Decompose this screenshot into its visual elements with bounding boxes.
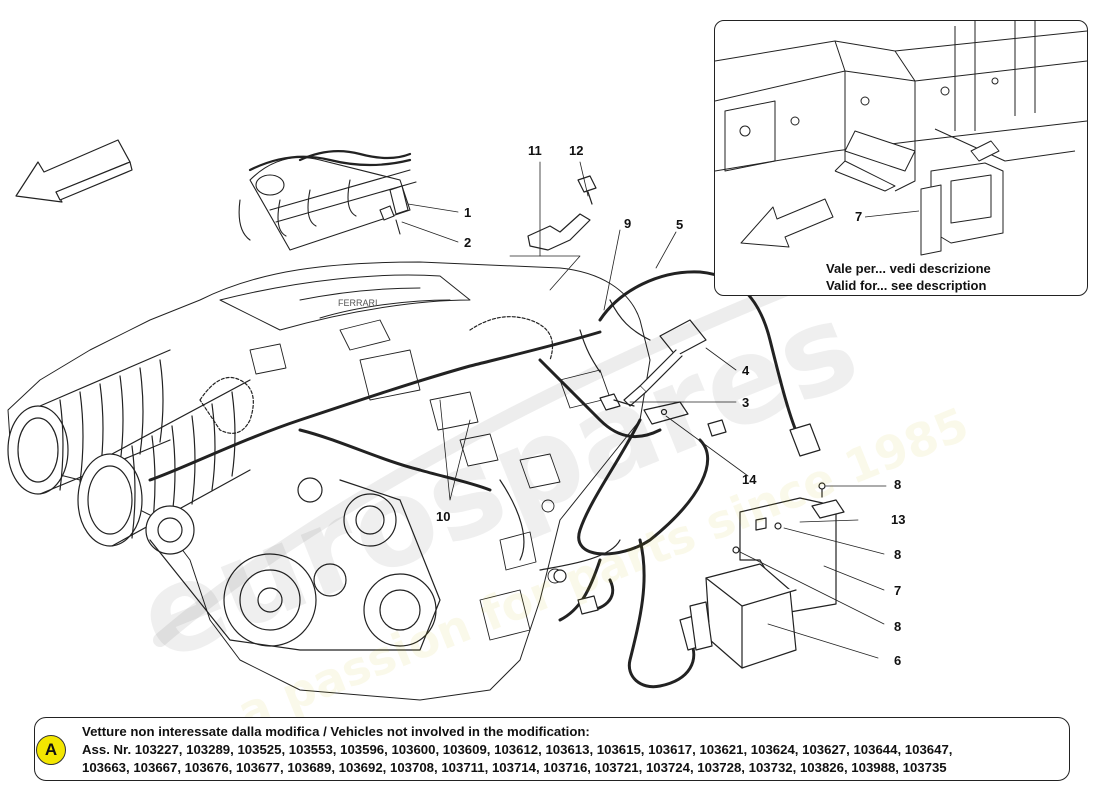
injector-harness	[238, 149, 417, 251]
ignition-coil	[623, 319, 707, 407]
chassis-detail	[715, 21, 1087, 256]
clip-item-12	[577, 175, 597, 205]
callout-9: 9	[624, 216, 632, 231]
callout-6: 6	[894, 653, 902, 668]
connector-item-14	[643, 401, 689, 425]
bracket-item-11	[527, 213, 591, 251]
note-badge-a: A	[36, 735, 66, 765]
callout-2: 2	[464, 235, 472, 250]
note-line-2: 103663, 103667, 103676, 103677, 103689, …	[82, 760, 947, 775]
callout-11: 11	[528, 143, 542, 158]
ecu-unit	[689, 563, 797, 669]
callout-7-inset: 7	[855, 209, 863, 224]
callout-5: 5	[676, 217, 684, 232]
direction-arrow-icon	[15, 139, 133, 203]
callout-1: 1	[464, 205, 472, 220]
callout-8-top: 8	[894, 477, 902, 492]
engine-harness-thin	[199, 299, 651, 571]
sensor-item-3	[599, 393, 635, 411]
callout-14: 14	[742, 472, 757, 487]
callout-3: 3	[742, 395, 750, 410]
callout-leaders	[401, 161, 887, 659]
callout-12: 12	[569, 143, 584, 158]
inset-note-english: Valid for... see description	[826, 278, 987, 293]
callout-13: 13	[891, 512, 906, 527]
callout-7: 7	[894, 583, 902, 598]
intake-duct-left	[7, 349, 171, 495]
screws	[732, 482, 826, 554]
ecu-bracket	[739, 497, 845, 613]
inset-note-italian: Vale per... vedi descrizione	[826, 261, 991, 276]
accessory-drive	[145, 477, 441, 651]
note-title: Vetture non interessate dalla modifica /…	[82, 724, 590, 739]
svg-text:FERRARI: FERRARI	[338, 298, 378, 308]
callout-4: 4	[742, 363, 750, 378]
callout-8-bottom: 8	[894, 619, 902, 634]
engine-details	[249, 319, 611, 641]
note-box	[34, 717, 1070, 781]
callout-10: 10	[436, 509, 451, 524]
note-line-1: Ass. Nr. 103227, 103289, 103525, 103553,…	[82, 742, 953, 757]
inset-panel: 7	[714, 20, 1088, 296]
callout-8-middle: 8	[894, 547, 902, 562]
